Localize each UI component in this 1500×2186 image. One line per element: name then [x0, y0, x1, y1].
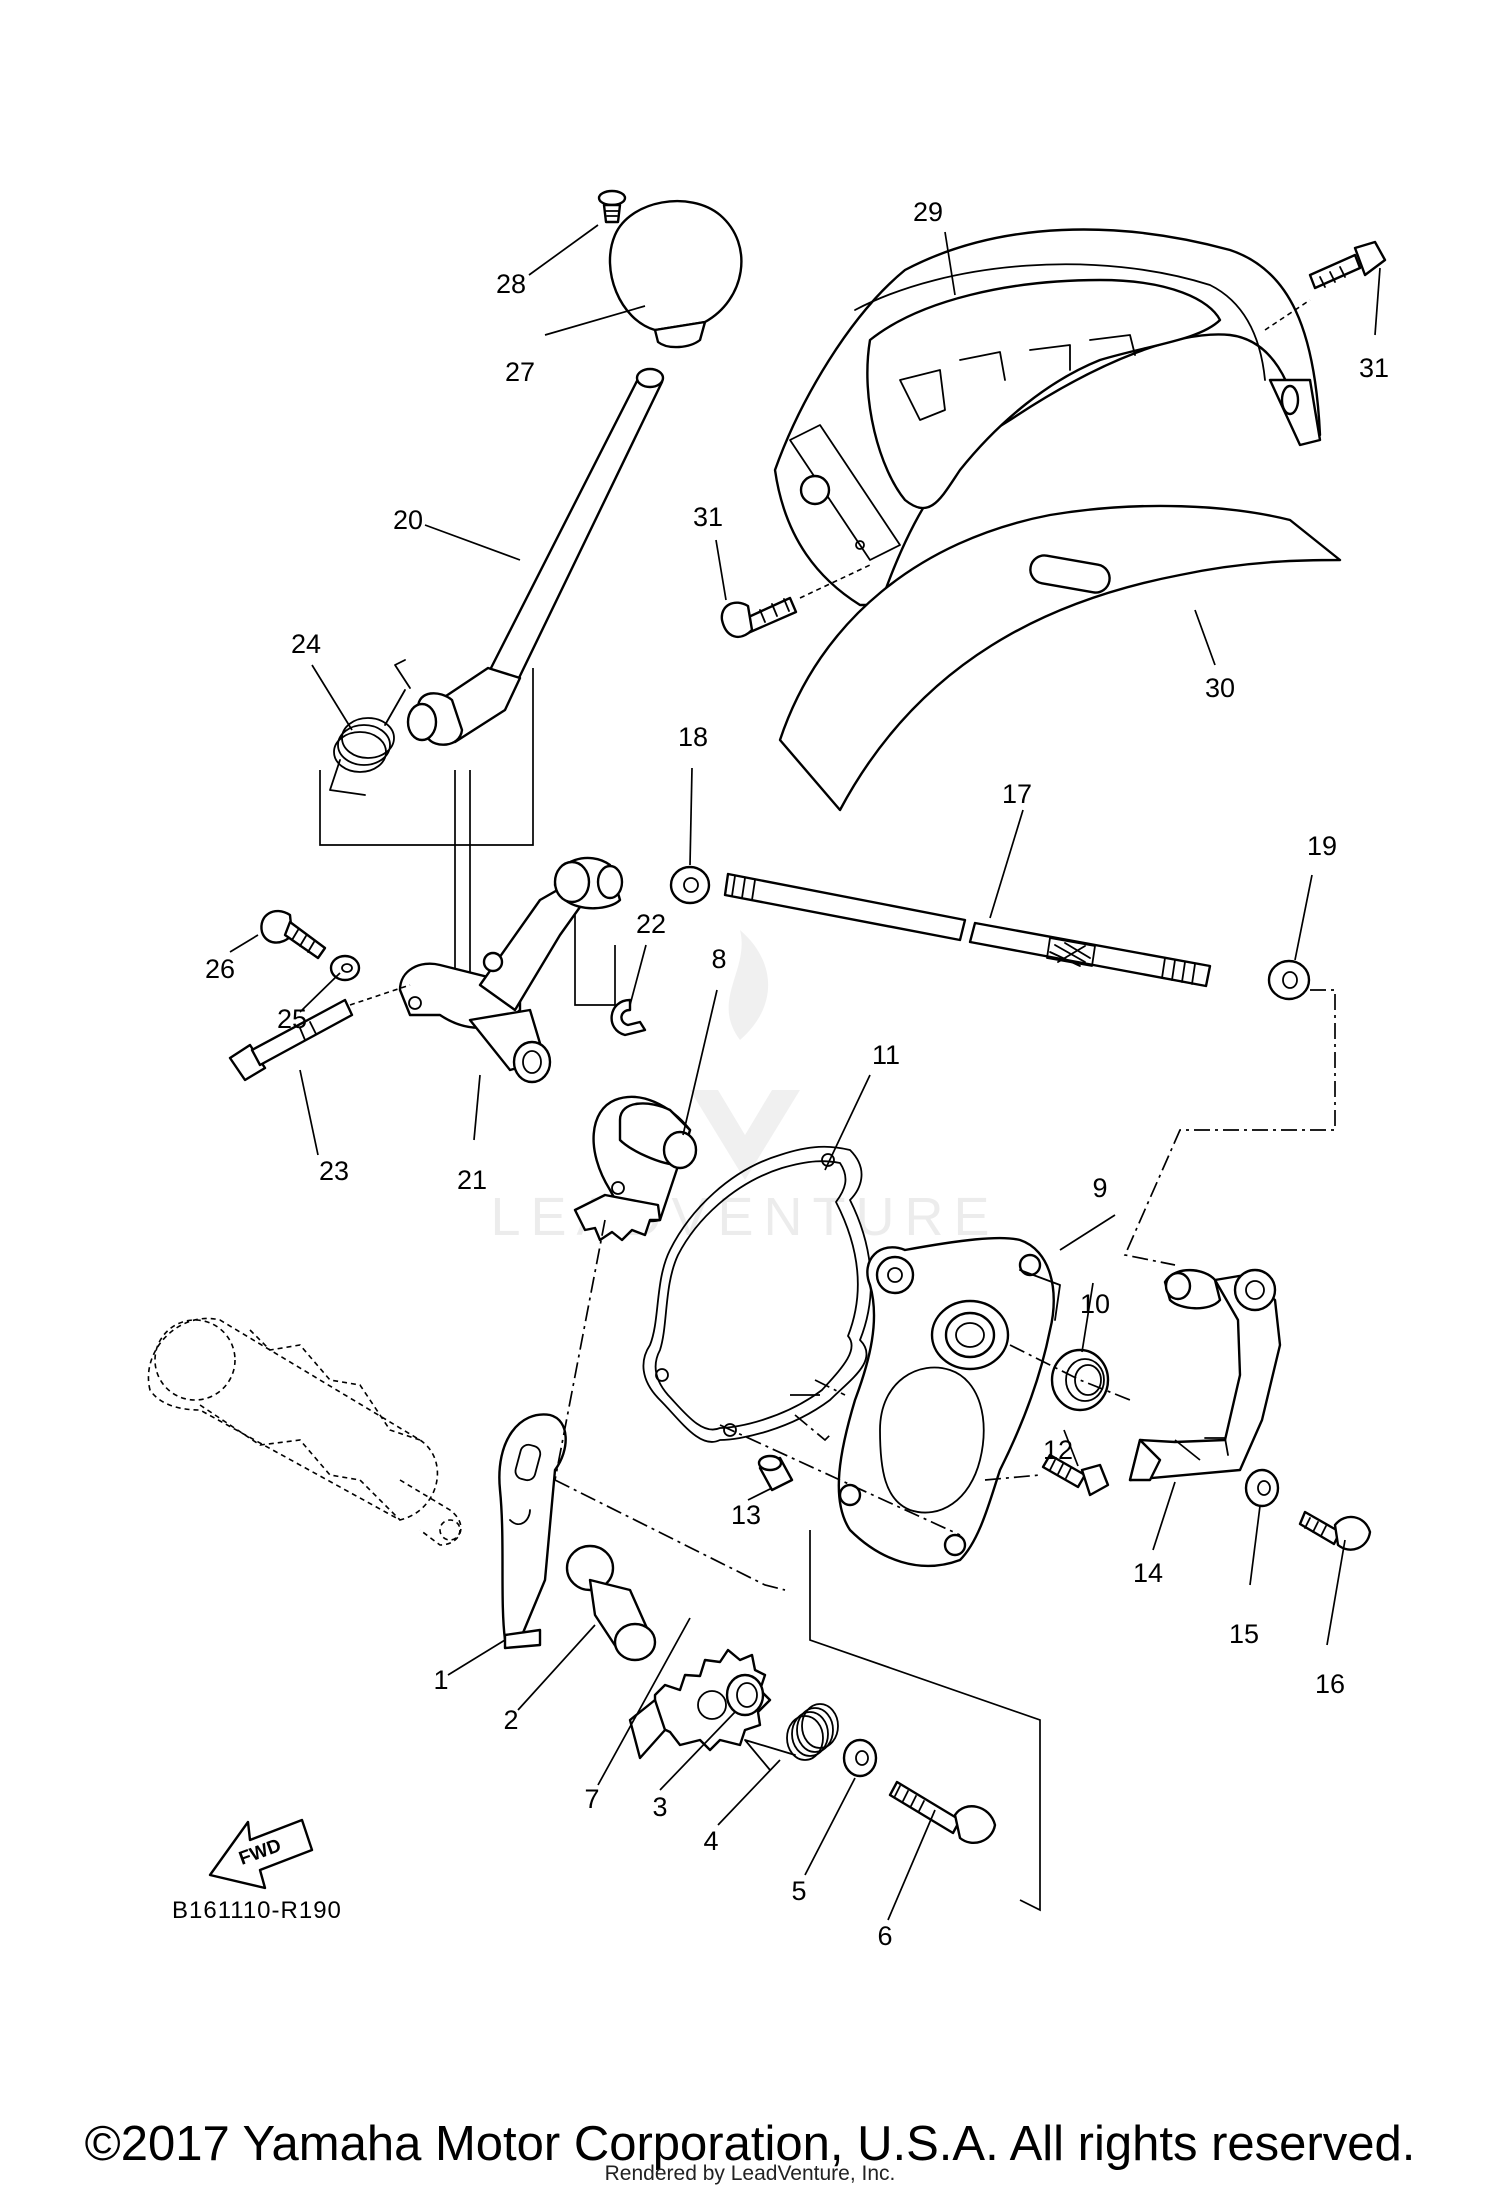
callout-25: 25 — [277, 1004, 307, 1034]
part-1-stopper-plate — [498, 1413, 567, 1650]
callout-11: 11 — [872, 1040, 900, 1070]
callout-19: 19 — [1307, 831, 1337, 861]
watermark-text: LEADVENTURE — [490, 1187, 999, 1247]
callout-29: 29 — [913, 197, 943, 227]
callout-5: 5 — [791, 1876, 806, 1906]
part-11-gasket — [642, 1145, 872, 1443]
callout-2: 2 — [503, 1705, 518, 1735]
part-13-dowel — [757, 1454, 794, 1492]
part-6-bolt — [888, 1780, 997, 1844]
callout-24: 24 — [291, 629, 321, 659]
part-29-gate-cover — [773, 228, 1322, 607]
callout-1: 1 — [433, 1665, 448, 1695]
callout-12: 12 — [1043, 1435, 1073, 1465]
callout-labels: 1 2 3 4 5 6 7 8 9 10 11 12 13 14 15 16 1… — [205, 197, 1389, 1951]
callout-8: 8 — [711, 944, 726, 974]
part-23-pin — [228, 998, 354, 1082]
callout-30: 30 — [1205, 673, 1235, 703]
callout-7: 7 — [584, 1784, 599, 1814]
callout-23: 23 — [319, 1156, 349, 1186]
part-28-screw — [597, 189, 627, 224]
callout-10: 10 — [1080, 1289, 1110, 1319]
part-15-washer — [1244, 1468, 1280, 1508]
callout-22: 22 — [636, 909, 666, 939]
callout-6: 6 — [877, 1921, 892, 1951]
part-4-torsion-spring — [744, 1703, 839, 1771]
part-8-shift-segment — [573, 1095, 698, 1242]
callout-27: 27 — [505, 357, 535, 387]
part-3-washer — [725, 1673, 765, 1717]
part-27-knob — [608, 200, 743, 349]
part-2-drum-shaft — [565, 1544, 657, 1662]
part-16-bolt — [1298, 1510, 1372, 1551]
callout-31-upper: 31 — [1359, 353, 1389, 383]
part-25-washer — [329, 954, 361, 982]
callout-14: 14 — [1133, 1558, 1163, 1588]
rendered-by-notice: Rendered by LeadVenture, Inc. — [605, 2162, 896, 2185]
part-18-collar — [669, 865, 711, 905]
callout-18: 18 — [678, 722, 708, 752]
part-10-oil-seal — [1050, 1348, 1110, 1412]
part-31-bolt-upper — [1308, 240, 1387, 290]
callout-21: 21 — [457, 1165, 487, 1195]
callout-3: 3 — [652, 1792, 667, 1822]
part-31-bolt-lower — [720, 596, 798, 639]
callout-20: 20 — [393, 505, 423, 535]
leader-lines — [229, 224, 1381, 1921]
part-5-washer — [842, 1738, 878, 1778]
part-19-collar — [1267, 959, 1311, 1001]
callout-9: 9 — [1092, 1173, 1107, 1203]
diagram-ref-code: B161110-R190 — [172, 1897, 342, 1924]
callout-15: 15 — [1229, 1619, 1259, 1649]
part-17-shift-shaft — [723, 872, 1212, 988]
callout-28: 28 — [496, 269, 526, 299]
leadventure-watermark: LEADVENTURE — [490, 930, 999, 1247]
copyright-notice: ©2017 Yamaha Motor Corporation, U.S.A. A… — [85, 2117, 1416, 2171]
part-14-stopper-lever — [1128, 1268, 1282, 1482]
callout-4: 4 — [703, 1826, 718, 1856]
fwd-arrow-icon: FWD — [208, 1818, 314, 1890]
shift-drum-reference — [147, 1317, 462, 1546]
part-20-shift-lever — [394, 367, 665, 746]
callout-16: 16 — [1315, 1669, 1345, 1699]
part-24-spring — [329, 689, 406, 796]
part-21-shift-arm — [398, 856, 624, 1084]
callout-17: 17 — [1002, 779, 1032, 809]
part-30-trim-panel — [778, 504, 1342, 812]
part-22-clip — [610, 998, 647, 1037]
callout-26: 26 — [205, 954, 235, 984]
part-9-cover — [837, 1236, 1061, 1568]
callout-31-lower: 31 — [693, 502, 723, 532]
callout-13: 13 — [731, 1500, 761, 1530]
part-26-bolt — [260, 909, 327, 960]
part-12-bolt — [1041, 1453, 1110, 1497]
